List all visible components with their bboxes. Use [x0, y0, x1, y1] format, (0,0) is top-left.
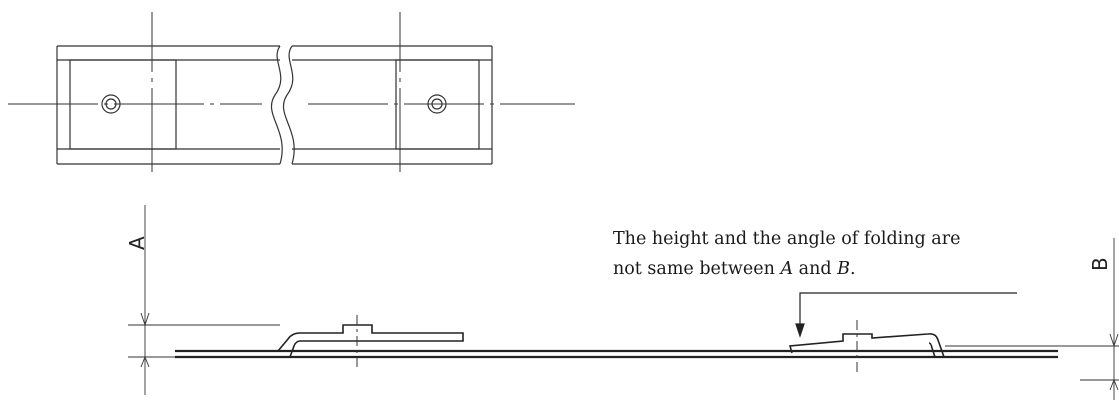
dimension-a-label: A	[125, 236, 149, 250]
dimension-a	[128, 205, 280, 395]
note-line-1: The height and the angle of folding are	[613, 229, 961, 249]
note-var-a: A	[780, 259, 794, 279]
note-line-2-prefix: not same between	[613, 259, 781, 279]
plan-view	[56, 45, 493, 165]
dimension-b-label: B	[1088, 257, 1112, 271]
leader-arrow	[795, 292, 1017, 338]
note-conj: and	[793, 259, 838, 279]
side-centerlines	[356, 315, 858, 375]
note-period: .	[850, 259, 856, 279]
folding-note: The height and the angle of folding are …	[613, 224, 1053, 284]
note-var-b: B	[837, 259, 851, 279]
side-view	[175, 324, 1058, 359]
dimension-b	[945, 238, 1119, 400]
plan-centerlines	[8, 12, 575, 172]
